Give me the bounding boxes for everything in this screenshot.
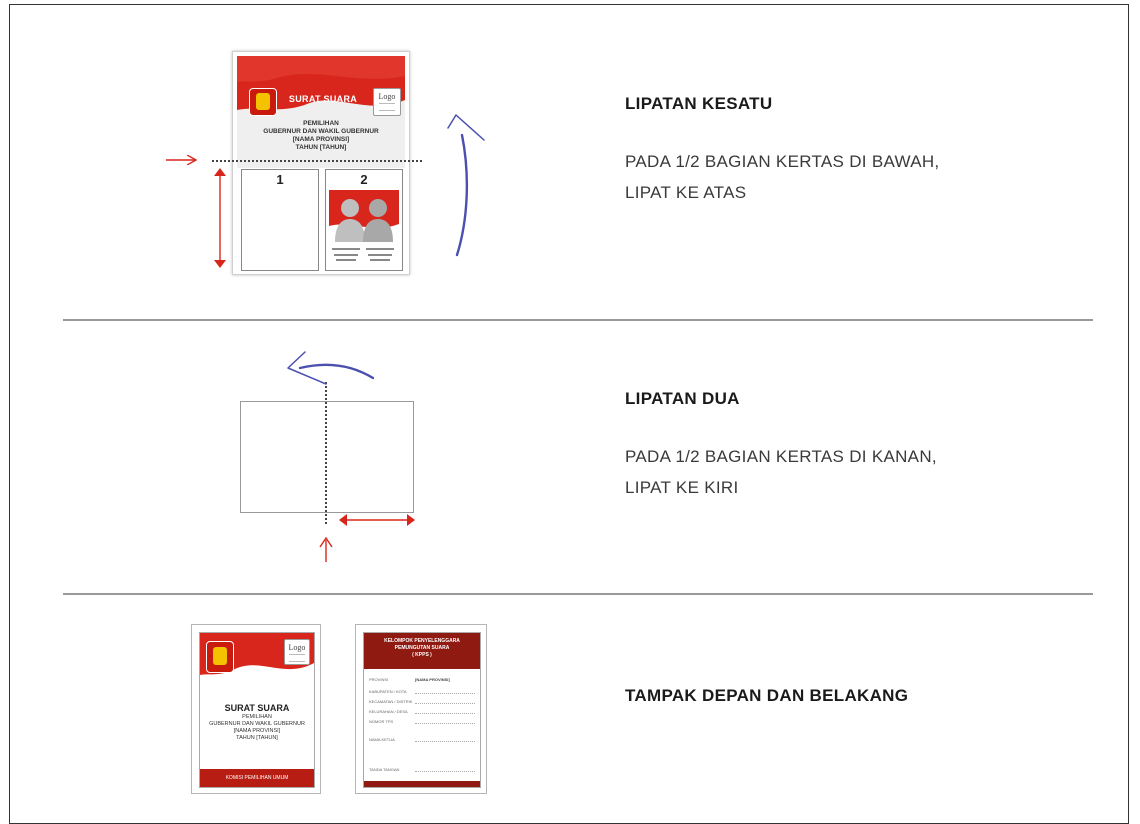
- measure-horizontal-icon: [339, 514, 415, 526]
- back-row-kabupaten: KABUPATEN / KOTA: [369, 689, 475, 697]
- ballot-line-3: [NAMA PROVINSI]: [292, 136, 350, 143]
- ballot-line-4: TAHUN [TAHUN]: [295, 144, 347, 151]
- back-row-paraf: TANDA TANGAN: [369, 767, 475, 775]
- step-1-description: PADA 1/2 BAGIAN KERTAS DI BAWAH, LIPAT K…: [625, 146, 939, 208]
- front-logo-text: Logo: [288, 643, 306, 652]
- front-subtitle: PEMILIHAN GUBERNUR DAN WAKIL GUBERNUR [N…: [200, 714, 314, 742]
- front-line-2: GUBERNUR DAN WAKIL GUBERNUR: [209, 721, 305, 727]
- step-1-desc-line-1: PADA 1/2 BAGIAN KERTAS DI BAWAH,: [625, 152, 940, 171]
- step-1-desc-line-2: LIPAT KE ATAS: [625, 183, 747, 202]
- ballot-front-view: Logo SURAT SUARA PEMILIHAN GUBERNUR DAN …: [191, 624, 321, 794]
- ballot-unfolded: SURAT SUARA Logo PEMILIHAN GUBERNUR DAN …: [232, 51, 410, 275]
- candidate-names: [328, 246, 400, 262]
- front-line-3: [NAMA PROVINSI]: [233, 728, 281, 734]
- ballot-subtitle: PEMILIHAN GUBERNUR DAN WAKIL GUBERNUR [N…: [237, 120, 405, 152]
- section-divider-2: [63, 593, 1093, 595]
- front-title: SURAT SUARA: [224, 703, 290, 713]
- back-row-tps: NOMOR TPS: [369, 719, 475, 727]
- front-line-4: TAHUN [TAHUN]: [236, 735, 278, 741]
- back-row-ketua: NAMA KETUA: [369, 737, 475, 745]
- back-header: KELOMPOK PENYELENGGARA PEMUNGUTAN SUARA …: [364, 633, 480, 669]
- back-head-1: KELOMPOK PENYELENGGARA: [384, 638, 460, 644]
- front-footer: KOMISI PEMILIHAN UMUM: [200, 769, 314, 787]
- logo-text: Logo: [378, 92, 396, 101]
- fold-left-arrow-icon: [287, 351, 375, 385]
- candidate-number-1: 1: [276, 172, 284, 187]
- back-row-provinsi: PROVINSI [NAMA PROVINSI]: [369, 677, 450, 682]
- fold-annotations: [166, 114, 485, 562]
- logo-placeholder-icon: Logo: [373, 88, 401, 116]
- fold-up-arrow-icon: [447, 114, 485, 257]
- candidate-box-1: 1: [241, 169, 319, 271]
- ballot-line-2: GUBERNUR DAN WAKIL GUBERNUR: [263, 128, 379, 135]
- kpu-emblem-icon: [249, 88, 277, 116]
- logo-placeholder-icon: Logo: [284, 639, 310, 665]
- front-line-1: PEMILIHAN: [242, 714, 272, 720]
- ballot-back-view: KELOMPOK PENYELENGGARA PEMUNGUTAN SUARA …: [355, 624, 487, 794]
- back-row-kelurahan: KELURAHAN / DESA: [369, 709, 475, 717]
- back-row-kecamatan: KECAMATAN / DISTRIK: [369, 699, 475, 707]
- step-3-title: TAMPAK DEPAN DAN BELAKANG: [625, 686, 909, 705]
- ballot-title: SURAT SUARA: [288, 94, 358, 104]
- back-head-3: ( KPPS ): [412, 652, 432, 658]
- ballot-red-banner: [237, 56, 405, 116]
- candidate-box-2: 2: [325, 169, 403, 271]
- candidate-number-2: 2: [360, 172, 368, 187]
- back-head-2: PEMUNGUTAN SUARA: [394, 645, 450, 651]
- step-2-desc-line-2: LIPAT KE KIRI: [625, 478, 739, 497]
- step-1-title: LIPATAN KESATU: [625, 94, 773, 113]
- step-2-title: LIPATAN DUA: [625, 389, 740, 408]
- step-2-desc-line-1: PADA 1/2 BAGIAN KERTAS DI KANAN,: [625, 447, 937, 466]
- measure-vertical-icon: [214, 168, 226, 268]
- ballot-header: SURAT SUARA Logo PEMILIHAN GUBERNUR DAN …: [237, 56, 405, 168]
- section-divider-1: [63, 319, 1093, 321]
- step-2-description: PADA 1/2 BAGIAN KERTAS DI KANAN, LIPAT K…: [625, 441, 937, 503]
- kpu-emblem-icon: [206, 641, 234, 673]
- candidate-photo: [329, 190, 399, 242]
- fold-pointer-up-arrow-icon: [319, 536, 333, 562]
- ballot-line-1: PEMILIHAN: [303, 120, 339, 127]
